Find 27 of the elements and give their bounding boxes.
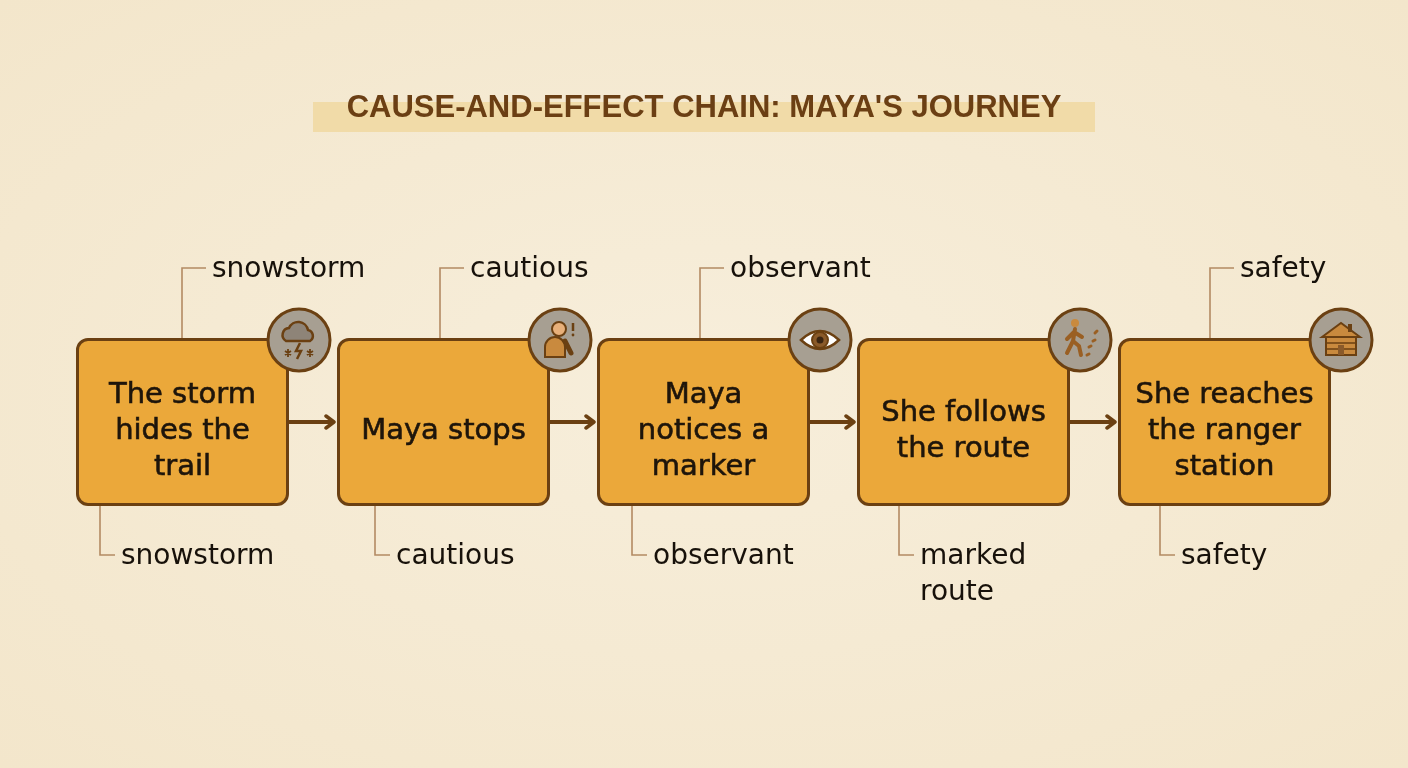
event-text: Maya stops: [361, 411, 526, 447]
leader-line: [898, 505, 915, 556]
leader-line: [1159, 505, 1176, 556]
arrow: [550, 414, 596, 430]
trait-label: safety: [1240, 250, 1408, 286]
event-text: The storm hides the trail: [107, 375, 257, 483]
trait-label: observant: [653, 537, 843, 573]
trait-label: safety: [1181, 537, 1371, 573]
trait-label: marked route: [920, 537, 1050, 609]
leader-line: [181, 267, 207, 339]
trait-label: snowstorm: [121, 537, 311, 573]
arrow: [810, 414, 856, 430]
arrow: [1070, 414, 1117, 430]
leader-line: [374, 505, 391, 556]
trait-label: cautious: [396, 537, 586, 573]
trait-label: snowstorm: [212, 250, 402, 286]
event-text: She reaches the ranger station: [1134, 375, 1315, 483]
event-text: Maya notices a marker: [636, 375, 771, 483]
leader-line: [699, 267, 725, 339]
leader-line: [99, 505, 116, 556]
trait-label: cautious: [470, 250, 660, 286]
leader-line: [1209, 267, 1235, 339]
leader-line: [439, 267, 465, 339]
event-text: She follows the route: [880, 393, 1047, 465]
trait-label: observant: [730, 250, 920, 286]
arrow: [289, 414, 336, 430]
leader-line: [631, 505, 648, 556]
